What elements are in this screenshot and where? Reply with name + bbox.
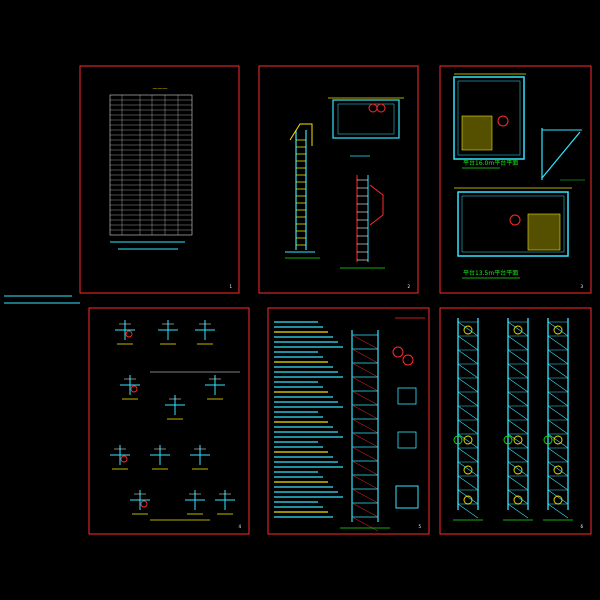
sheet-1-page-number: 1 <box>229 284 232 289</box>
plan-13-5m-label: 平台13.5m平台平面 <box>463 269 518 277</box>
ladder-tower-elevation <box>340 317 425 532</box>
caged-ladder-elevation <box>285 123 320 259</box>
sheet-1-title: ——— <box>153 86 168 92</box>
sheet-6-frame <box>439 307 592 535</box>
material-schedule-table <box>109 94 193 236</box>
sheet-5[interactable]: 5 <box>267 307 430 535</box>
sheet-6-page-number: 6 <box>580 524 583 529</box>
side-notes <box>4 295 80 304</box>
sheet-3-page-number: 3 <box>580 284 583 289</box>
sheet-2[interactable]: 2 <box>258 65 419 294</box>
bracket-detail <box>541 128 585 181</box>
sheet-6[interactable]: 6 <box>439 307 592 535</box>
sheet-4-page-number: 4 <box>238 524 241 529</box>
design-notes-text <box>274 321 343 518</box>
sheet-1[interactable]: ——— 1 <box>79 65 240 294</box>
ladder-enlarged-detail <box>340 175 385 269</box>
sheet-2-page-number: 2 <box>407 284 410 289</box>
sheet-1-frame <box>79 65 240 294</box>
sheet-4[interactable]: 4 <box>88 307 250 535</box>
platform-plan-16m: 平台16.0m平台平面 <box>453 73 526 169</box>
sheet-3[interactable]: 平台16.0m平台平面 平台13.5m平台平面 3 <box>439 65 592 294</box>
plan-16m-label: 平台16.0m平台平面 <box>463 159 518 167</box>
sheet-4-frame <box>88 307 250 535</box>
sheet-2-frame <box>258 65 419 294</box>
sheet-5-page-number: 5 <box>418 524 421 529</box>
tower-elevations <box>453 318 573 521</box>
platform-plan-detail <box>328 97 404 157</box>
connection-details <box>110 320 240 521</box>
platform-plan-13-5m: 平台13.5m平台平面 <box>454 187 572 279</box>
sheet-5-frame <box>267 307 430 535</box>
sheet-3-frame <box>439 65 592 294</box>
